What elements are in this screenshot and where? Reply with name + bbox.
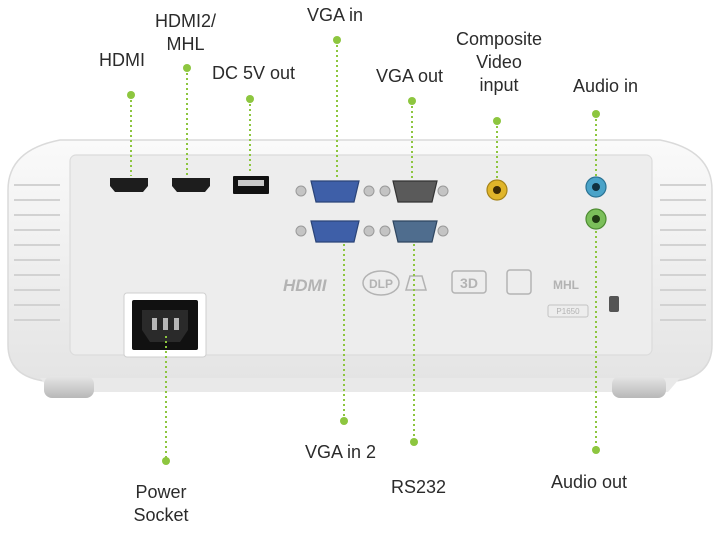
label-hdmi2-line1: HDMI2/	[155, 11, 217, 31]
composite-video-port	[486, 179, 508, 201]
hdmi2-mhl-port	[172, 178, 210, 192]
label-vga-in-text: VGA in	[307, 5, 364, 25]
label-hdmi2-mhl: HDMI2/ MHL	[155, 10, 216, 56]
vga-in-2-port	[295, 220, 375, 243]
label-dc-5v-text: DC 5V out	[212, 63, 296, 83]
mhl-logo: MHL	[553, 278, 579, 292]
label-composite-line3: input	[479, 75, 519, 95]
label-power-line1: Power	[135, 482, 187, 502]
label-hdmi: HDMI	[99, 49, 145, 72]
vga-in-port	[295, 180, 375, 203]
security-lock-slot	[609, 296, 619, 312]
3d-logo: 3D	[460, 275, 478, 291]
label-rs232-text: RS232	[391, 477, 447, 497]
label-audio-out: Audio out	[551, 471, 627, 494]
model-badge: P1650	[556, 307, 580, 316]
leader-dots	[127, 36, 600, 465]
leader-lines	[130, 40, 597, 461]
vga-out-port	[379, 180, 449, 203]
label-audio-in: Audio in	[573, 75, 638, 98]
label-composite-line2: Video	[476, 52, 522, 72]
audio-out-port	[585, 208, 607, 230]
label-composite-line1: Composite	[455, 29, 543, 49]
audio-in-port	[585, 176, 607, 198]
label-vga-in-2-text: VGA in 2	[305, 442, 377, 462]
label-rs232: RS232	[391, 476, 446, 499]
certification-logos: HDMI DLP 3D MHL P1650	[283, 269, 589, 318]
label-vga-in-2: VGA in 2	[305, 441, 376, 464]
label-vga-in: VGA in	[307, 4, 363, 27]
projector-feet	[44, 376, 666, 398]
label-audio-in-text: Audio in	[573, 76, 639, 96]
label-vga-out: VGA out	[376, 65, 443, 88]
label-dc-5v-out: DC 5V out	[212, 62, 295, 85]
hdmi-logo: HDMI	[283, 276, 328, 295]
rs232-port	[379, 220, 449, 243]
label-hdmi-text: HDMI	[99, 50, 145, 70]
left-vents	[14, 184, 60, 321]
hdmi-port	[110, 178, 148, 192]
label-composite-video-input: Composite Video input	[447, 28, 551, 97]
power-socket	[123, 292, 207, 358]
dc-5v-usb-port	[233, 176, 269, 194]
label-vga-out-text: VGA out	[376, 66, 444, 86]
dlp-logo: DLP	[369, 277, 393, 291]
label-power-line2: Socket	[133, 505, 189, 525]
right-vents	[660, 184, 706, 321]
label-power-socket: Power Socket	[128, 481, 194, 527]
label-hdmi2-line2: MHL	[166, 34, 205, 54]
rear-panel	[69, 154, 653, 356]
label-audio-out-text: Audio out	[551, 472, 628, 492]
